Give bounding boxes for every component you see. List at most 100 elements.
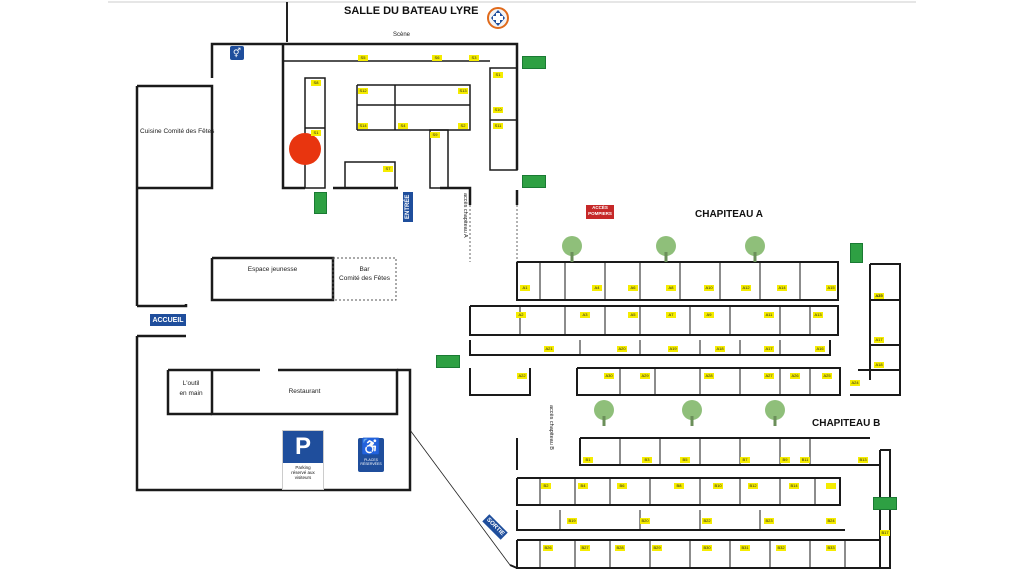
tent-a-dividers — [519, 262, 811, 395]
restaurant-label: Restaurant — [288, 388, 321, 395]
emergency-exit-icon — [436, 355, 460, 368]
parking-caption-3: visiteurs — [294, 475, 312, 480]
stand-tag: A17 — [765, 346, 773, 351]
parking-letter: P — [283, 431, 323, 463]
stand-tag: B32 — [777, 545, 785, 550]
stand-tag: B3 — [644, 457, 650, 462]
stand-tag: B12 — [749, 483, 757, 488]
stand-tag: S1 — [495, 72, 501, 77]
civil-protection-logo-icon — [487, 7, 509, 29]
stand-tag: S10 — [494, 107, 502, 112]
stand-tag: A20 — [618, 346, 626, 351]
stand-tag: A7 — [668, 312, 674, 317]
stand-tag: A23 — [875, 293, 883, 298]
stand-tag: A9 — [706, 312, 712, 317]
stand-tag: S4 — [400, 123, 406, 128]
stand-tag: A13 — [814, 312, 822, 317]
stand-tag: S14 — [359, 123, 367, 128]
stand-tag: S9 — [432, 132, 438, 137]
stand-tag: A15 — [827, 285, 835, 290]
stand-tag: S6 — [434, 55, 440, 60]
stand-tag: A5 — [630, 312, 636, 317]
tool-label-2: en main — [179, 390, 203, 397]
stand-tag: B28 — [616, 545, 624, 550]
stand-tag: B1 — [585, 457, 591, 462]
stand-tag: A3 — [582, 312, 588, 317]
stand-tag: A24 — [851, 380, 859, 385]
stand-tag: A18 — [716, 346, 724, 351]
stand-tag: S1 — [313, 130, 319, 135]
parking-caption-2: réservé aux — [291, 470, 315, 475]
stand-tag: B31 — [741, 545, 749, 550]
tree-icons — [562, 236, 785, 426]
stand-tag: B33 — [827, 545, 835, 550]
tent-b-title: CHAPITEAU B — [812, 418, 881, 429]
hall-stands — [283, 60, 518, 189]
stand-tag: A21 — [545, 346, 553, 351]
emergency-exit-icon — [850, 243, 863, 263]
stand-tag: B4 — [580, 483, 586, 488]
stand-tag: A10 — [705, 285, 713, 290]
tent-a-title: CHAPITEAU A — [695, 209, 763, 220]
stand-tag: B11 — [801, 457, 809, 462]
stand-tag: A18 — [875, 362, 883, 367]
venue-title: SALLE DU BATEAU LYRE — [344, 5, 479, 17]
restroom-icon: ⚥ — [230, 46, 244, 60]
stand-tag: S11 — [494, 123, 502, 128]
emergency-exit-icon — [522, 56, 546, 69]
stand-tag: B23 — [765, 518, 773, 523]
stand-tag: S2 — [460, 123, 466, 128]
stand-tag: A26 — [791, 373, 799, 378]
stand-tag: S12 — [359, 88, 367, 93]
stand-tag: A29 — [641, 373, 649, 378]
stand-tag: S3 — [471, 55, 477, 60]
stand-tag: A11 — [765, 312, 773, 317]
access-tent-a-label: accès chapiteau A — [462, 193, 468, 238]
stand-tag: B13 — [859, 457, 867, 462]
stand-tag: S5 — [360, 55, 366, 60]
stand-tag: B20 — [641, 518, 649, 523]
parking-caption-1: Parking — [295, 465, 311, 470]
stand-tag: A12 — [742, 285, 750, 290]
stand-tag: B22 — [703, 518, 711, 523]
stand-tag: B9 — [782, 457, 788, 462]
stand-tag: A2 — [518, 312, 524, 317]
stand-tag: B26 — [544, 545, 552, 550]
stand-tag: B5 — [682, 457, 688, 462]
stage-label: Scène — [393, 32, 411, 38]
entrance-sign: ENTRÉE — [403, 192, 413, 222]
stand-tag: A25 — [823, 373, 831, 378]
bar-label-2: Comité des Fêtes — [339, 275, 390, 282]
emergency-exit-icon — [314, 192, 327, 214]
stand-tag: B6 — [619, 483, 625, 488]
stand-tag: B17 — [881, 530, 889, 535]
firefighter-label-2: POMPIERS — [588, 211, 612, 216]
stand-tag: S13 — [459, 88, 467, 93]
reception-sign: ACCUEIL — [150, 314, 186, 326]
stand-tag: A8 — [668, 285, 674, 290]
stand-tag: B27 — [581, 545, 589, 550]
youth-space-label: Espace jeunesse — [247, 266, 298, 273]
kitchen-label: Cuisine Comité des Fêtes — [140, 128, 215, 135]
stand-tag: S7 — [385, 166, 391, 171]
accessible-caption-2: RÉSERVÉES — [360, 462, 382, 466]
parking-sign: P Parking réservé aux visiteurs — [282, 430, 324, 490]
stand-tag: S8 — [313, 80, 319, 85]
firefighter-label-1: ACCÈS — [592, 205, 608, 210]
stand-tag: B10 — [714, 483, 722, 488]
stand-tag: B8 — [676, 483, 682, 488]
stand-tag: A30 — [605, 373, 613, 378]
stand-tag: A19 — [669, 346, 677, 351]
accessible-caption-1: PLACES — [364, 458, 378, 462]
tool-label-1: L'outil — [182, 380, 200, 387]
emergency-exit-icon — [522, 175, 546, 188]
stand-tag: A28 — [705, 373, 713, 378]
stand-tag: B24 — [827, 518, 835, 523]
stand-tag: A19 — [875, 293, 883, 298]
stand-tag: A4 — [594, 285, 600, 290]
stand-tag: A17 — [875, 337, 883, 342]
stand-tag: B14 — [790, 483, 798, 488]
tent-a-walls — [469, 261, 901, 396]
stand-tag: B30 — [703, 545, 711, 550]
